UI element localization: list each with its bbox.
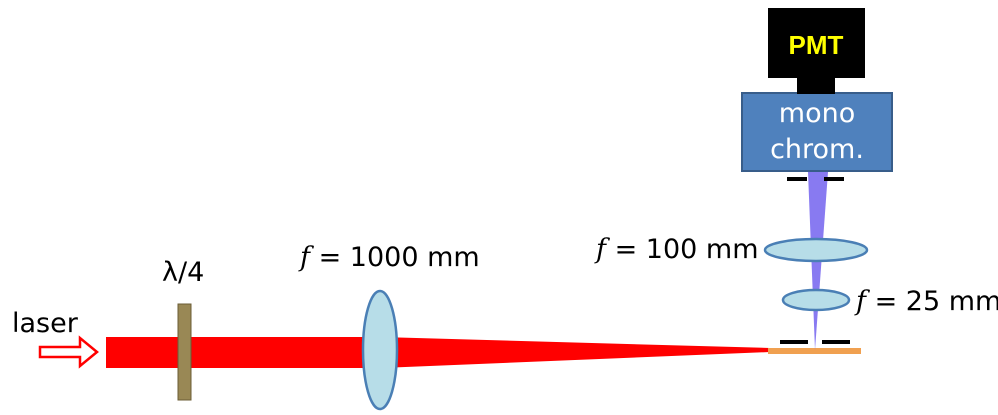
sample [768, 348, 861, 354]
upper-slit-right [824, 177, 844, 181]
lower-slit-left [780, 340, 808, 344]
quarter-wave-plate [177, 303, 192, 401]
pmt-label: PMT [789, 30, 844, 60]
monochromator-label-line1: mono [779, 98, 855, 129]
lens-25mm [781, 288, 851, 312]
lens-1000mm-value: = 1000 mm [310, 242, 480, 273]
lens-100mm-value: = 100 mm [606, 234, 759, 265]
lens-100mm [763, 237, 869, 263]
upper-slit-left [787, 177, 807, 181]
pmt-box [768, 8, 865, 78]
lens-25mm-label: f = 25 mm [854, 286, 998, 317]
monochromator-box [741, 92, 893, 172]
lower-slit-right [822, 340, 850, 344]
monochromator-label-line2: chrom. [770, 134, 864, 165]
laser-arrow-icon [38, 335, 99, 369]
laser-beam [106, 337, 770, 368]
lens-1000mm [361, 289, 399, 411]
waveplate-label: λ/4 [162, 257, 204, 288]
lens-25mm-value: = 25 mm [866, 286, 998, 317]
lens-1000mm-label: f = 1000 mm [298, 242, 480, 273]
laser-label: laser [12, 308, 79, 339]
lens-100mm-label: f = 100 mm [594, 234, 759, 265]
pmt-neck [797, 76, 835, 94]
